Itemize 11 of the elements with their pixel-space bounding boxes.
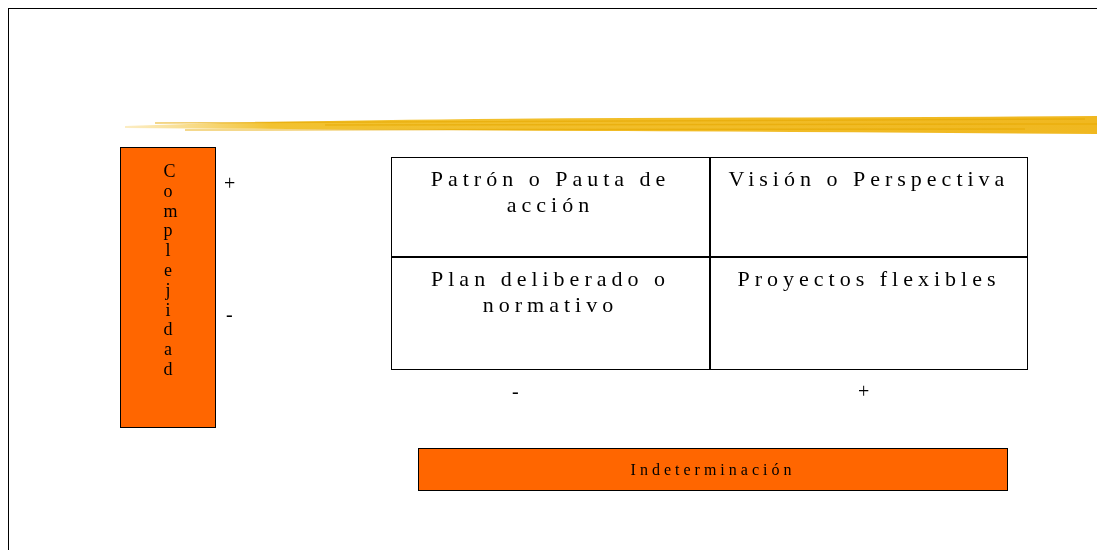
axis-sign: - [512,380,519,403]
table-cell: Patrón o Pauta de acción [391,157,710,257]
axis-sign: + [858,380,870,403]
axis-sign: - [226,303,233,326]
label-box [418,448,1008,491]
table-cell: Plan deliberado o normativo [391,257,710,370]
axis-sign: + [224,172,236,195]
axis-title: Indeterminación [630,460,796,479]
table-cell: Visión o Perspectiva [710,157,1028,257]
label-box [120,147,216,428]
table-cell: Proyectos flexibles [710,257,1028,370]
